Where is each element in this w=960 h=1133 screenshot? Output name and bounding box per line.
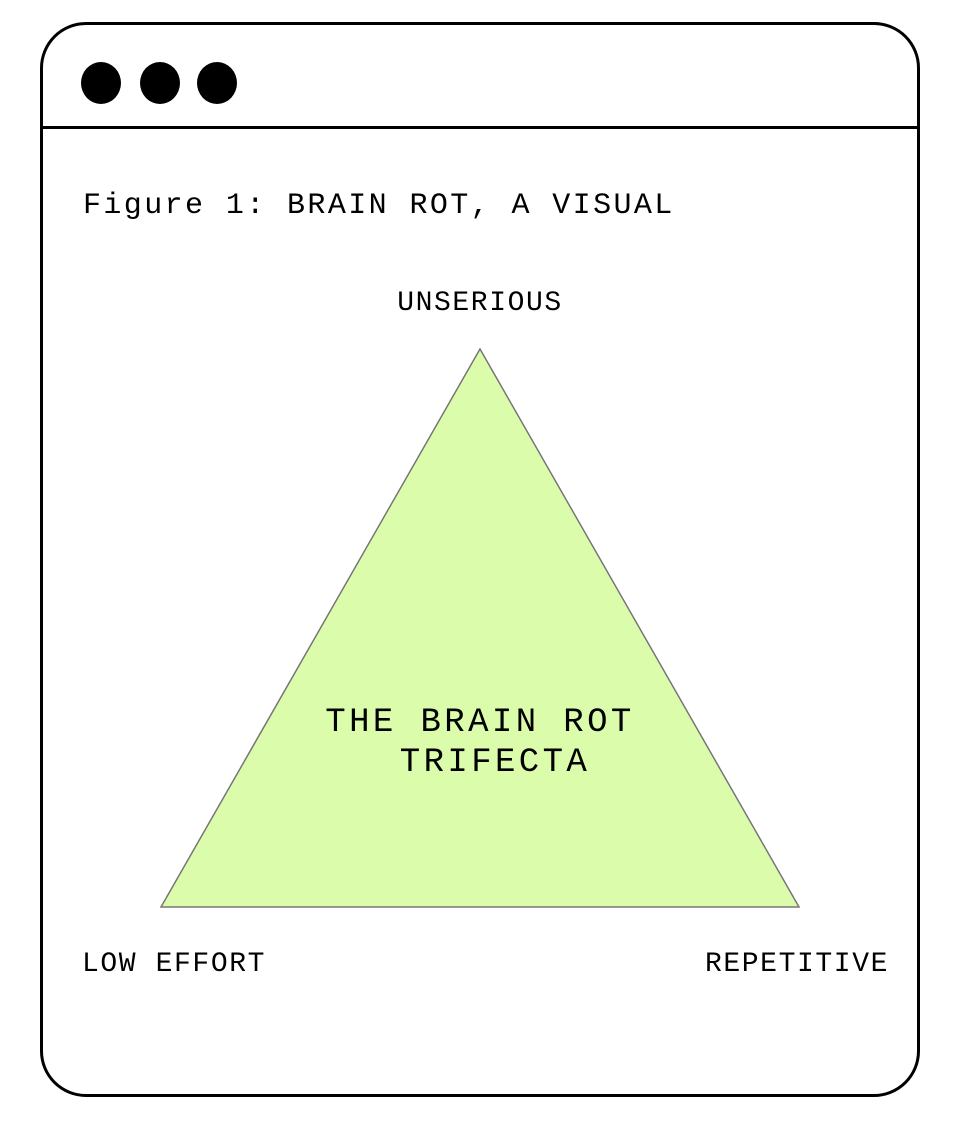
center-label: THE BRAIN ROT TRIFECTA <box>0 703 960 783</box>
center-label-line2: TRIFECTA <box>399 744 591 782</box>
figure-title: Figure 1: BRAIN ROT, A VISUAL <box>83 189 675 223</box>
label-low-effort: LOW EFFORT <box>82 949 267 980</box>
minimize-dot-icon[interactable] <box>140 62 180 104</box>
maximize-dot-icon[interactable] <box>197 62 237 104</box>
close-dot-icon[interactable] <box>81 62 121 104</box>
brain-rot-triangle <box>159 347 801 908</box>
title-bar <box>43 25 917 129</box>
label-unserious: UNSERIOUS <box>397 288 563 319</box>
center-label-line1: THE BRAIN ROT <box>325 704 635 742</box>
label-repetitive: REPETITIVE <box>704 949 889 980</box>
window-frame: Figure 1: BRAIN ROT, A VISUAL <box>40 22 920 1097</box>
